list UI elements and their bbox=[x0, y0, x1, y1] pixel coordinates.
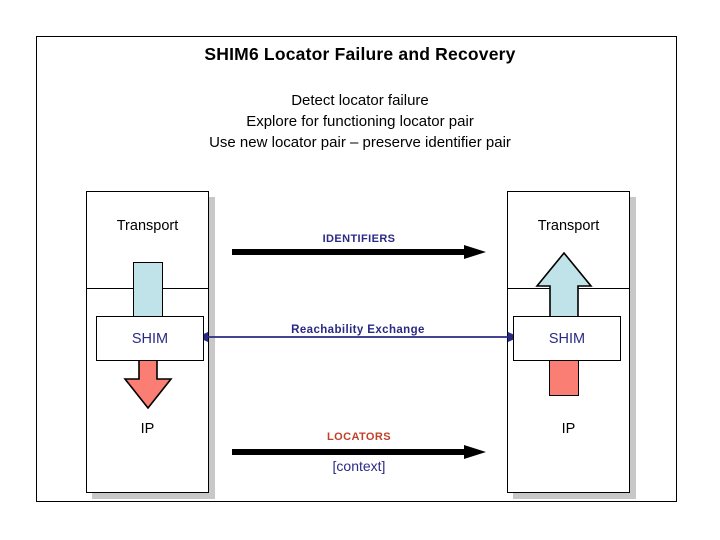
cyan-up-arrow-icon-right bbox=[535, 252, 593, 318]
shim-label-right: SHIM bbox=[548, 330, 586, 347]
cyan-vertical-bar-icon-left bbox=[133, 262, 163, 318]
subtitle-block: Detect locator failure Explore for funct… bbox=[0, 90, 720, 153]
locators-right-arrow-icon bbox=[232, 445, 486, 459]
shim-box-left: SHIM bbox=[96, 316, 204, 361]
layer-label-transport-left: Transport bbox=[116, 218, 179, 234]
page-title: SHIM6 Locator Failure and Recovery bbox=[204, 44, 516, 64]
subtitle-line-2: Explore for functioning locator pair bbox=[246, 113, 474, 130]
red-vertical-bar-icon-right bbox=[549, 359, 579, 396]
context-label: [context] bbox=[332, 458, 386, 474]
identifiers-right-arrow-icon bbox=[232, 245, 486, 259]
layer-label-ip-right: IP bbox=[561, 421, 576, 437]
shim-box-right: SHIM bbox=[513, 316, 621, 361]
red-down-arrow-icon-left bbox=[123, 359, 173, 409]
layer-label-transport-right: Transport bbox=[537, 218, 600, 234]
shim-label-left: SHIM bbox=[131, 330, 169, 347]
reachability-double-arrow-icon bbox=[197, 332, 519, 342]
locators-label: LOCATORS bbox=[327, 431, 391, 443]
subtitle-line-3: Use new locator pair – preserve identifi… bbox=[209, 134, 511, 151]
subtitle-line-1: Detect locator failure bbox=[291, 92, 429, 109]
identifiers-label: IDENTIFIERS bbox=[322, 233, 396, 245]
reachability-exchange-label: Reachability Exchange bbox=[291, 324, 425, 336]
layer-label-ip-left: IP bbox=[140, 421, 155, 437]
